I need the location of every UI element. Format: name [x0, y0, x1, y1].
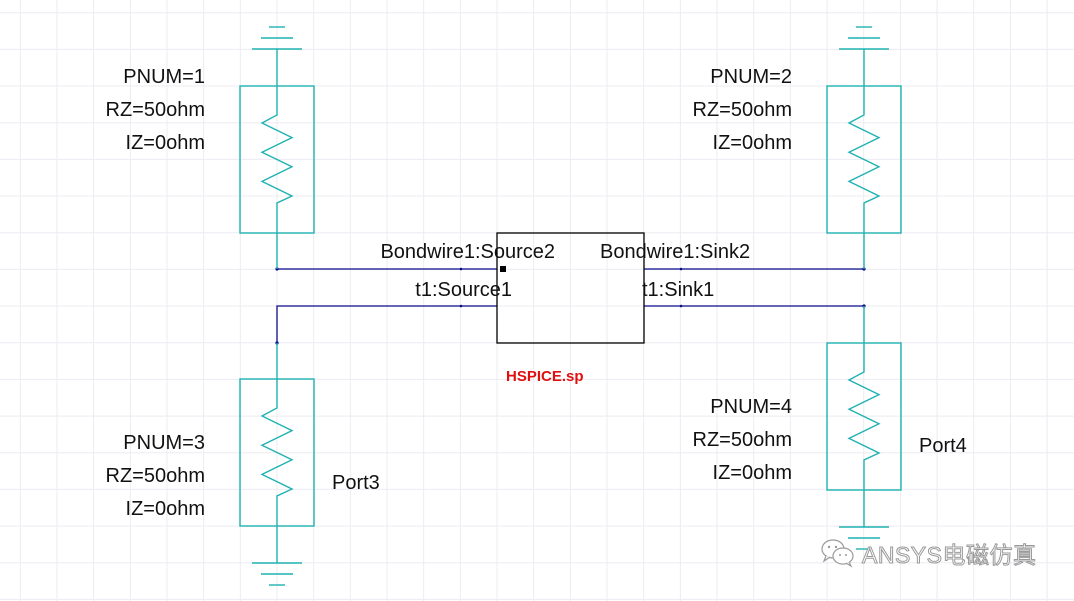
port3-params: PNUM=3 RZ=50ohm IZ=0ohm: [106, 431, 206, 521]
port3-iz: IZ=0ohm: [125, 498, 205, 520]
ports: [239, 26, 902, 586]
port3-name: Port3: [332, 472, 380, 494]
port1-rz: RZ=50ohm: [105, 99, 206, 121]
resistor-icon: [847, 343, 881, 490]
port4-iz: IZ=0ohm: [712, 462, 792, 484]
block-outline[interactable]: [496, 232, 645, 344]
port1-pnum: PNUM=1: [123, 66, 205, 88]
pin-label-source1: t1:Source1: [415, 279, 512, 301]
wire-node: [459, 304, 463, 308]
port2-pnum: PNUM=2: [710, 66, 792, 88]
watermark-text: ANSYS电磁仿真: [861, 542, 1037, 569]
port4-pnum: PNUM=4: [710, 396, 792, 418]
ground-icon: [839, 526, 889, 550]
port2-symbol[interactable]: [826, 26, 902, 269]
ground-icon: [252, 562, 302, 586]
pin-label-sink2: Bondwire1:Sink2: [600, 241, 751, 263]
port2-iz: IZ=0ohm: [712, 132, 792, 154]
port3-pnum: PNUM=3: [123, 432, 205, 454]
resistor-icon: [260, 379, 294, 526]
port1-iz: IZ=0ohm: [125, 132, 205, 154]
wechat-icon: [821, 539, 854, 568]
pin-label-source2: Bondwire1:Source2: [380, 241, 555, 263]
port4-name: Port4: [919, 435, 967, 457]
block-pin1-marker: [500, 266, 506, 272]
port4-rz: RZ=50ohm: [692, 429, 793, 451]
ground-icon: [839, 26, 889, 50]
resistor-icon: [260, 86, 294, 233]
port2-params: PNUM=2 RZ=50ohm IZ=0ohm: [693, 65, 793, 155]
hspice-block[interactable]: [496, 232, 645, 344]
wire-node: [679, 267, 683, 271]
port3-rz: RZ=50ohm: [105, 465, 206, 487]
pin-label-sink1: t1:Sink1: [642, 279, 715, 301]
port2-rz: RZ=50ohm: [692, 99, 793, 121]
port4-params: PNUM=4 RZ=50ohm IZ=0ohm: [693, 395, 793, 485]
watermark: ANSYS电磁仿真: [820, 536, 1036, 570]
block-title: HSPICE.sp: [506, 368, 584, 385]
wire-source1[interactable]: [276, 305, 497, 343]
port1-params: PNUM=1 RZ=50ohm IZ=0ohm: [106, 65, 206, 155]
wire-node: [459, 267, 463, 271]
ground-icon: [252, 26, 302, 50]
port3-symbol[interactable]: [239, 343, 315, 586]
port4-symbol[interactable]: [826, 306, 902, 550]
wire-node: [679, 304, 683, 308]
port1-symbol[interactable]: [239, 26, 315, 269]
resistor-icon: [847, 86, 881, 233]
